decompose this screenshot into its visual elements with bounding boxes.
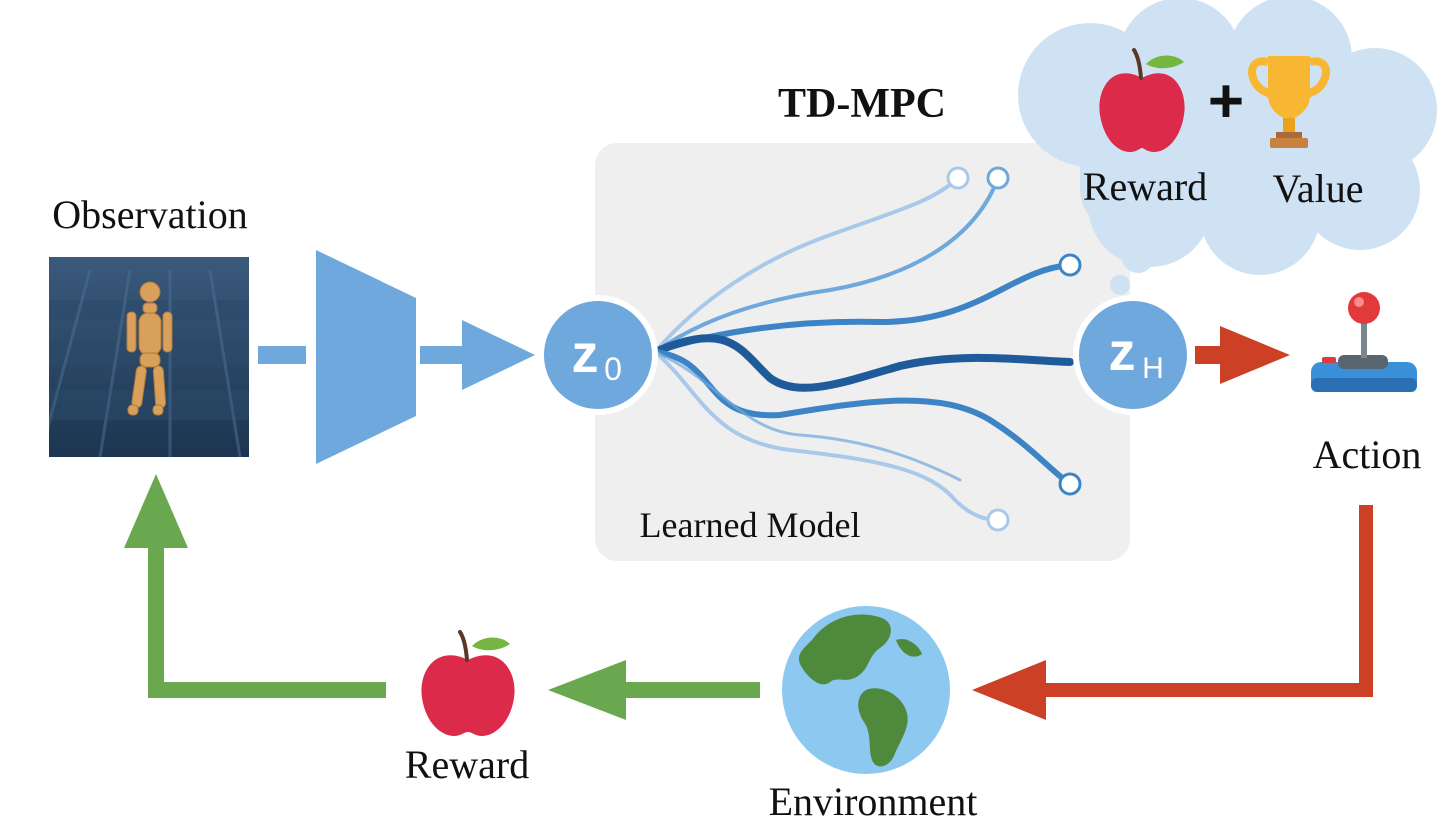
encoder-trapezoid xyxy=(316,250,416,464)
endpoint-marker xyxy=(946,166,970,190)
reward-to-observation-arrow xyxy=(124,474,386,698)
reward-apple-icon xyxy=(421,630,515,736)
endpoint-marker xyxy=(986,508,1010,532)
environment-to-reward-arrow xyxy=(548,660,760,720)
encoder-input-bar xyxy=(258,346,306,364)
latent-zH: z H xyxy=(1073,295,1193,415)
trajectory-light-3 xyxy=(653,350,962,482)
trophy-icon xyxy=(1248,56,1330,148)
trajectory-light-1 xyxy=(653,176,960,354)
trajectory-mid-1 xyxy=(653,176,1000,354)
diagram-title: TD-MPC xyxy=(778,81,946,127)
endpoint-marker xyxy=(1058,253,1082,277)
action-to-environment-arrow xyxy=(972,505,1373,720)
globe-icon xyxy=(782,606,950,774)
humanoid-figure xyxy=(126,281,173,416)
action-arrow xyxy=(1195,326,1290,384)
learned-model-label: Learned Model xyxy=(640,505,861,545)
thought-value-label: Value xyxy=(1272,166,1363,211)
z0-base: z xyxy=(572,324,599,384)
trajectory-light-2 xyxy=(653,350,1000,522)
apple-icon xyxy=(1099,48,1185,152)
trajectory-endpoints xyxy=(946,166,1082,532)
thought-reward-label: Reward xyxy=(1083,164,1207,209)
trajectory-best xyxy=(651,334,1074,392)
endpoint-marker xyxy=(986,166,1010,190)
latent-trajectories xyxy=(651,176,1074,522)
plus-sign: + xyxy=(1208,67,1244,136)
zH-base: z xyxy=(1109,322,1136,382)
reward-label: Reward xyxy=(405,742,529,787)
environment-label: Environment xyxy=(769,779,978,824)
latent-z0: z 0 xyxy=(538,295,658,415)
observation-label: Observation xyxy=(52,192,248,237)
encoder-output-arrow xyxy=(420,320,535,390)
endpoint-marker xyxy=(1058,472,1082,496)
joystick-icon xyxy=(1311,292,1417,392)
zH-subscript: H xyxy=(1142,352,1164,385)
z0-subscript: 0 xyxy=(604,351,622,387)
learned-model-panel xyxy=(595,143,1130,561)
action-label: Action xyxy=(1313,432,1422,477)
observation-image xyxy=(49,257,249,457)
